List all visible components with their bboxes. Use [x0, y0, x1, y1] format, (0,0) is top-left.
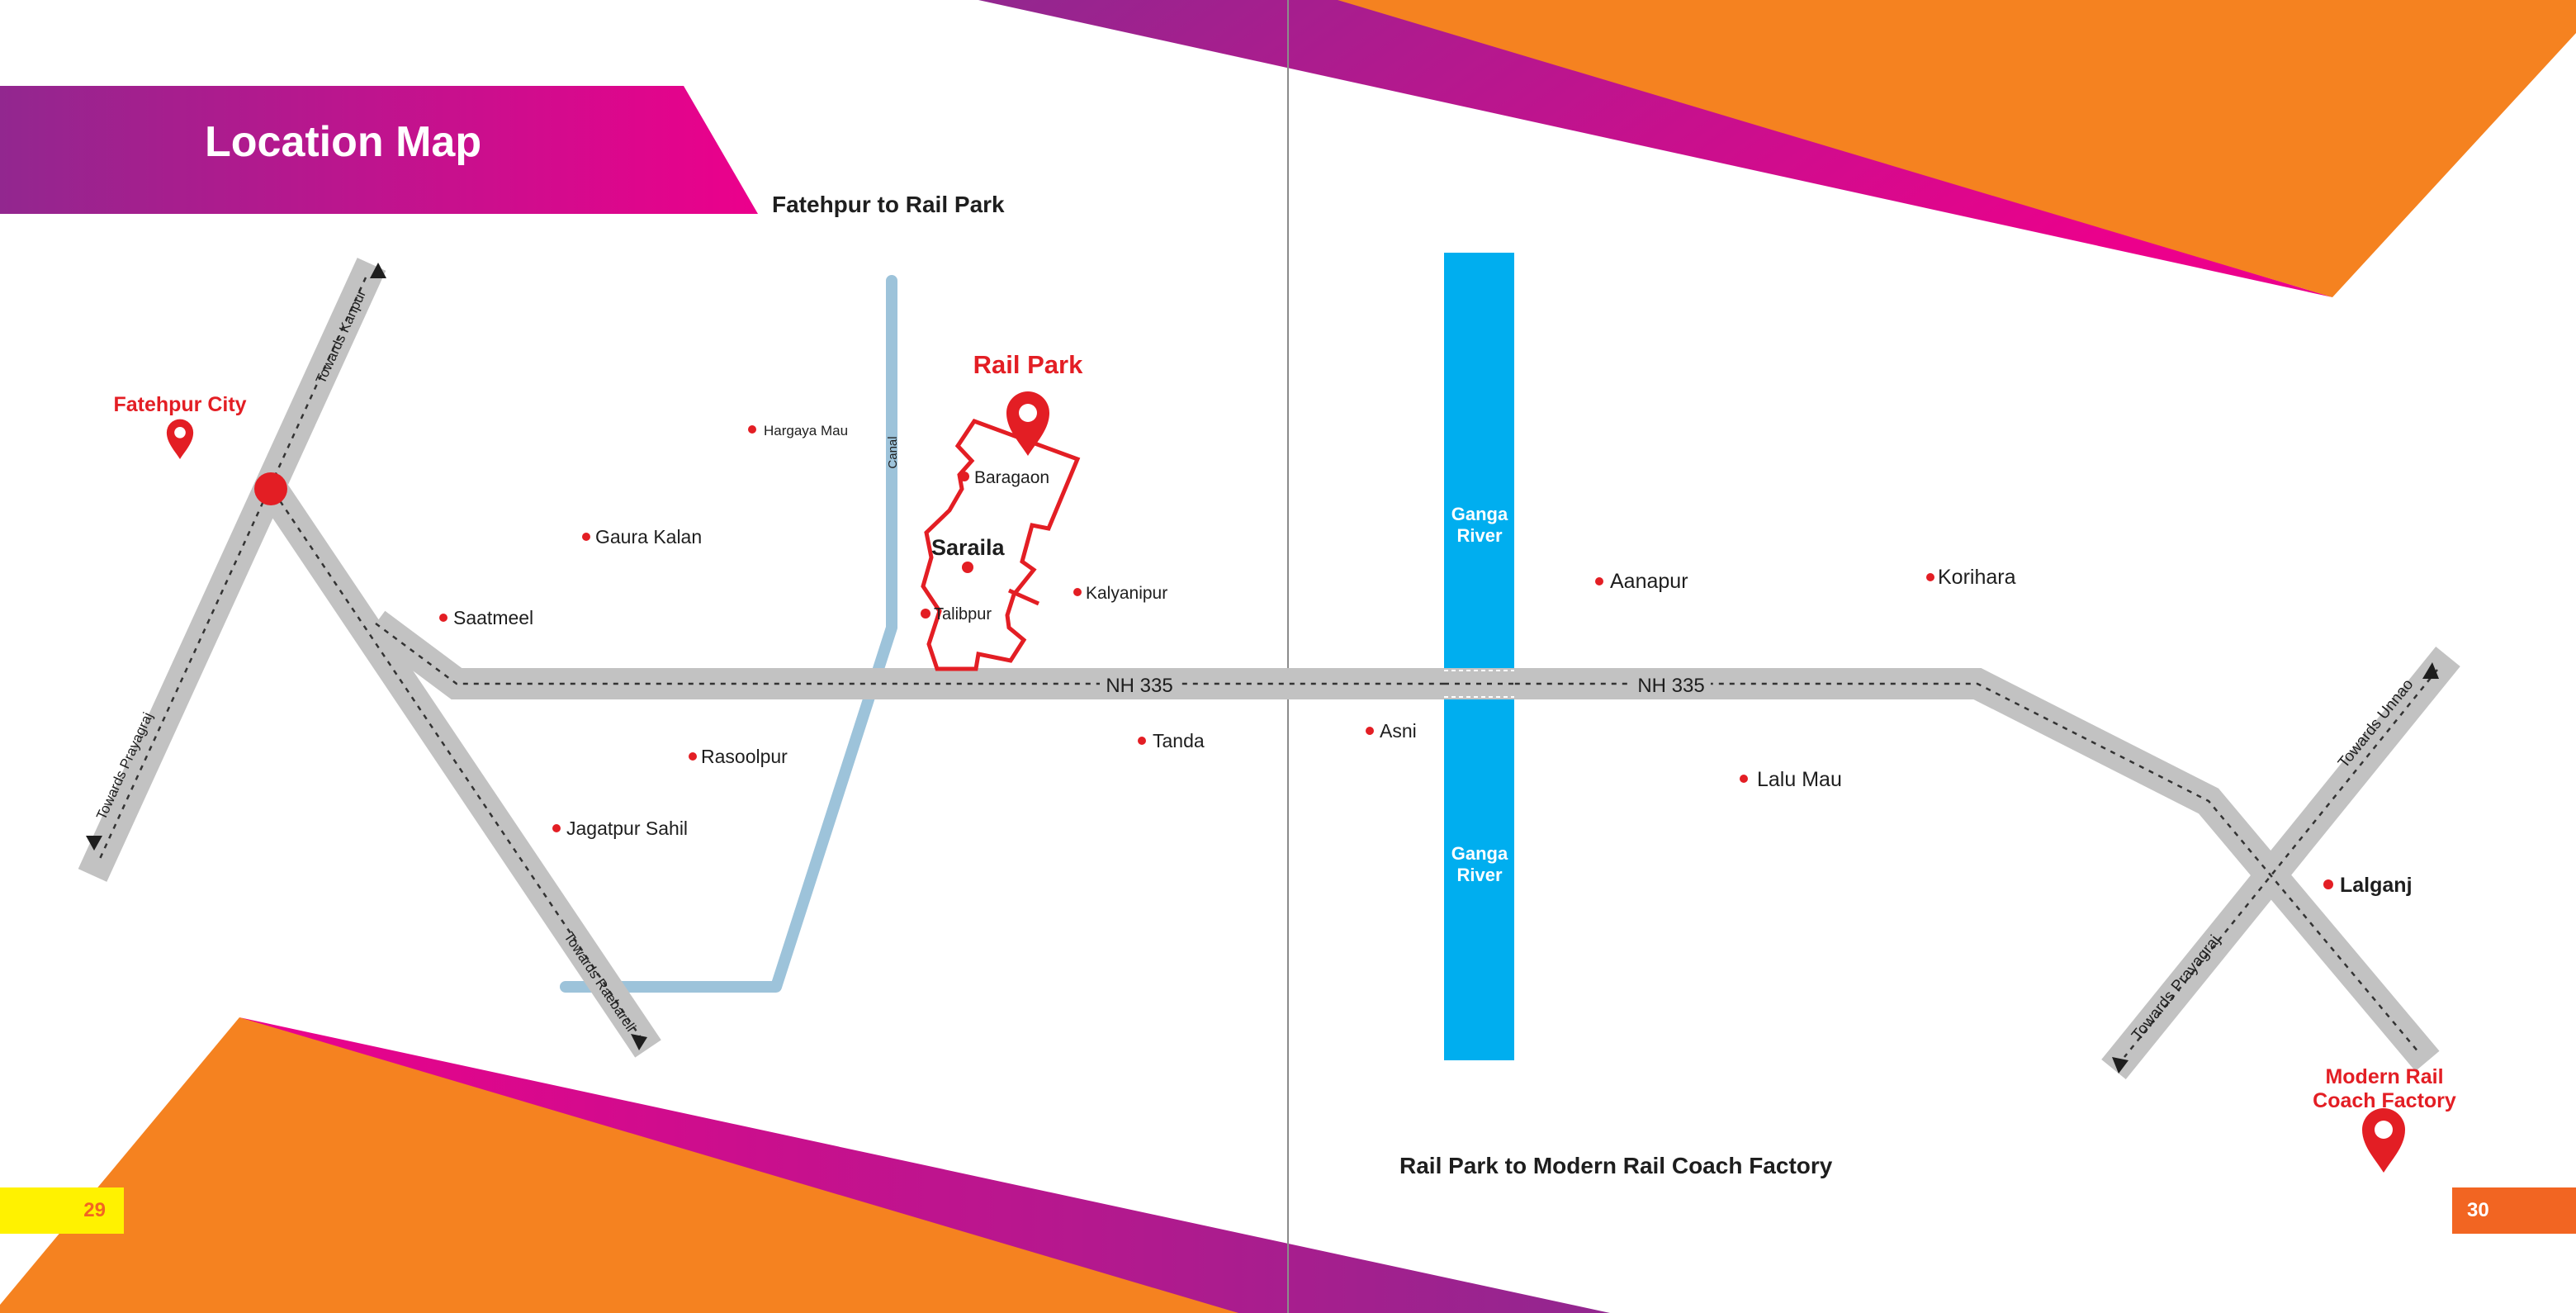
- rail-park-spur: [1007, 588, 1040, 606]
- modern-rail-coach-factory-pin-icon: [2362, 1108, 2405, 1173]
- page-number-right: 30: [2452, 1187, 2576, 1234]
- towards-prayagraj-right-label: Towards Prayagraj: [2129, 932, 2223, 1044]
- place-dot: [921, 609, 930, 619]
- arrow-towards-prayagraj-right-icon: [2112, 1057, 2129, 1074]
- place-dot: [439, 614, 447, 622]
- place-label-rasoolpur: Rasoolpur: [701, 746, 788, 767]
- place-dot: [1595, 577, 1603, 585]
- river-label-upper-line1: Ganga: [1451, 504, 1508, 524]
- rail-park-pin-icon: [1006, 391, 1049, 456]
- place-label-tanda: Tanda: [1153, 730, 1205, 751]
- canal-label: Canal: [886, 436, 900, 468]
- road-center-dashes: [97, 277, 2438, 1058]
- fatehpur-city-label: Fatehpur City: [113, 393, 246, 416]
- left-section-heading: Fatehpur to Rail Park: [772, 192, 1005, 217]
- highway-label-left: NH 335: [1106, 675, 1172, 697]
- page-number-left: 29: [0, 1187, 124, 1234]
- place-dot: [1366, 727, 1374, 735]
- page-title: Location Map: [205, 118, 482, 166]
- place-label-gaura-kalan: Gaura Kalan: [595, 526, 702, 547]
- place-dot: [2323, 879, 2333, 889]
- place-label-korihara: Korihara: [1938, 566, 2016, 589]
- place-label-aanapur: Aanapur: [1610, 570, 1688, 593]
- rail-park-boundary: [921, 418, 1081, 671]
- place-label-saatmeel: Saatmeel: [453, 607, 533, 628]
- place-dot: [689, 752, 697, 761]
- nh335-label-bg-right: [1631, 674, 1711, 695]
- place-dot: [1138, 737, 1146, 745]
- right-section-heading: Rail Park to Modern Rail Coach Factory: [1399, 1153, 1833, 1178]
- arrow-towards-raebareli-icon: [631, 1034, 647, 1050]
- arrow-towards-prayagraj-left-icon: [86, 836, 102, 851]
- place-label-hargaya-mau: Hargaya Mau: [764, 423, 848, 438]
- river-label-lower-line2: River: [1456, 865, 1502, 885]
- fatehpur-junction-dot: [254, 472, 287, 505]
- place-dots: [439, 425, 2333, 889]
- place-label-saraila: Saraila: [931, 535, 1006, 560]
- place-label-jagatpur-sahil: Jagatpur Sahil: [566, 818, 688, 839]
- road-network: [78, 258, 2460, 1079]
- highway-label-right: NH 335: [1637, 675, 1704, 697]
- title-banner: [0, 86, 758, 214]
- rail-park-label: Rail Park: [973, 350, 1083, 379]
- bottom-purple-sliver: [239, 1017, 1610, 1313]
- page-number-left-text: 29: [83, 1199, 106, 1221]
- arrow-towards-kanpur-icon: [370, 263, 386, 278]
- modern-rail-coach-factory-label-line1: Modern Rail: [2325, 1065, 2443, 1088]
- page-number-right-text: 30: [2467, 1199, 2489, 1221]
- fatehpur-city-pin-icon: [166, 419, 194, 459]
- place-label-asni: Asni: [1380, 720, 1417, 742]
- top-orange-triangle: [1338, 0, 2576, 297]
- bottom-orange-triangle: [0, 1017, 1238, 1313]
- place-dot: [748, 425, 756, 434]
- place-dot: [1073, 588, 1082, 596]
- canal-path: [560, 275, 897, 993]
- river-label-upper-line2: River: [1456, 525, 1502, 546]
- place-dot: [962, 562, 973, 573]
- place-dot: [582, 533, 590, 541]
- place-dot: [1740, 775, 1748, 783]
- river-label-lower-line1: Ganga: [1451, 843, 1508, 864]
- modern-rail-coach-factory-label-line2: Coach Factory: [2313, 1089, 2456, 1112]
- place-label-lalu-mau: Lalu Mau: [1757, 768, 1842, 791]
- nh335-label-bg-left: [1100, 674, 1179, 695]
- road-arrows: [86, 263, 2439, 1074]
- place-label-kalyanipur: Kalyanipur: [1086, 584, 1167, 603]
- place-dot: [1926, 573, 1934, 581]
- place-label-lalganj: Lalganj: [2340, 874, 2413, 897]
- arrow-towards-unnao-icon: [2422, 662, 2439, 679]
- ganga-river: [1444, 253, 1514, 1060]
- place-dot: [552, 824, 561, 832]
- place-label-talibpur: Talibpur: [934, 605, 992, 623]
- place-label-baragaon: Baragaon: [974, 468, 1049, 487]
- top-purple-sliver: [978, 0, 2332, 297]
- place-dot: [959, 472, 969, 481]
